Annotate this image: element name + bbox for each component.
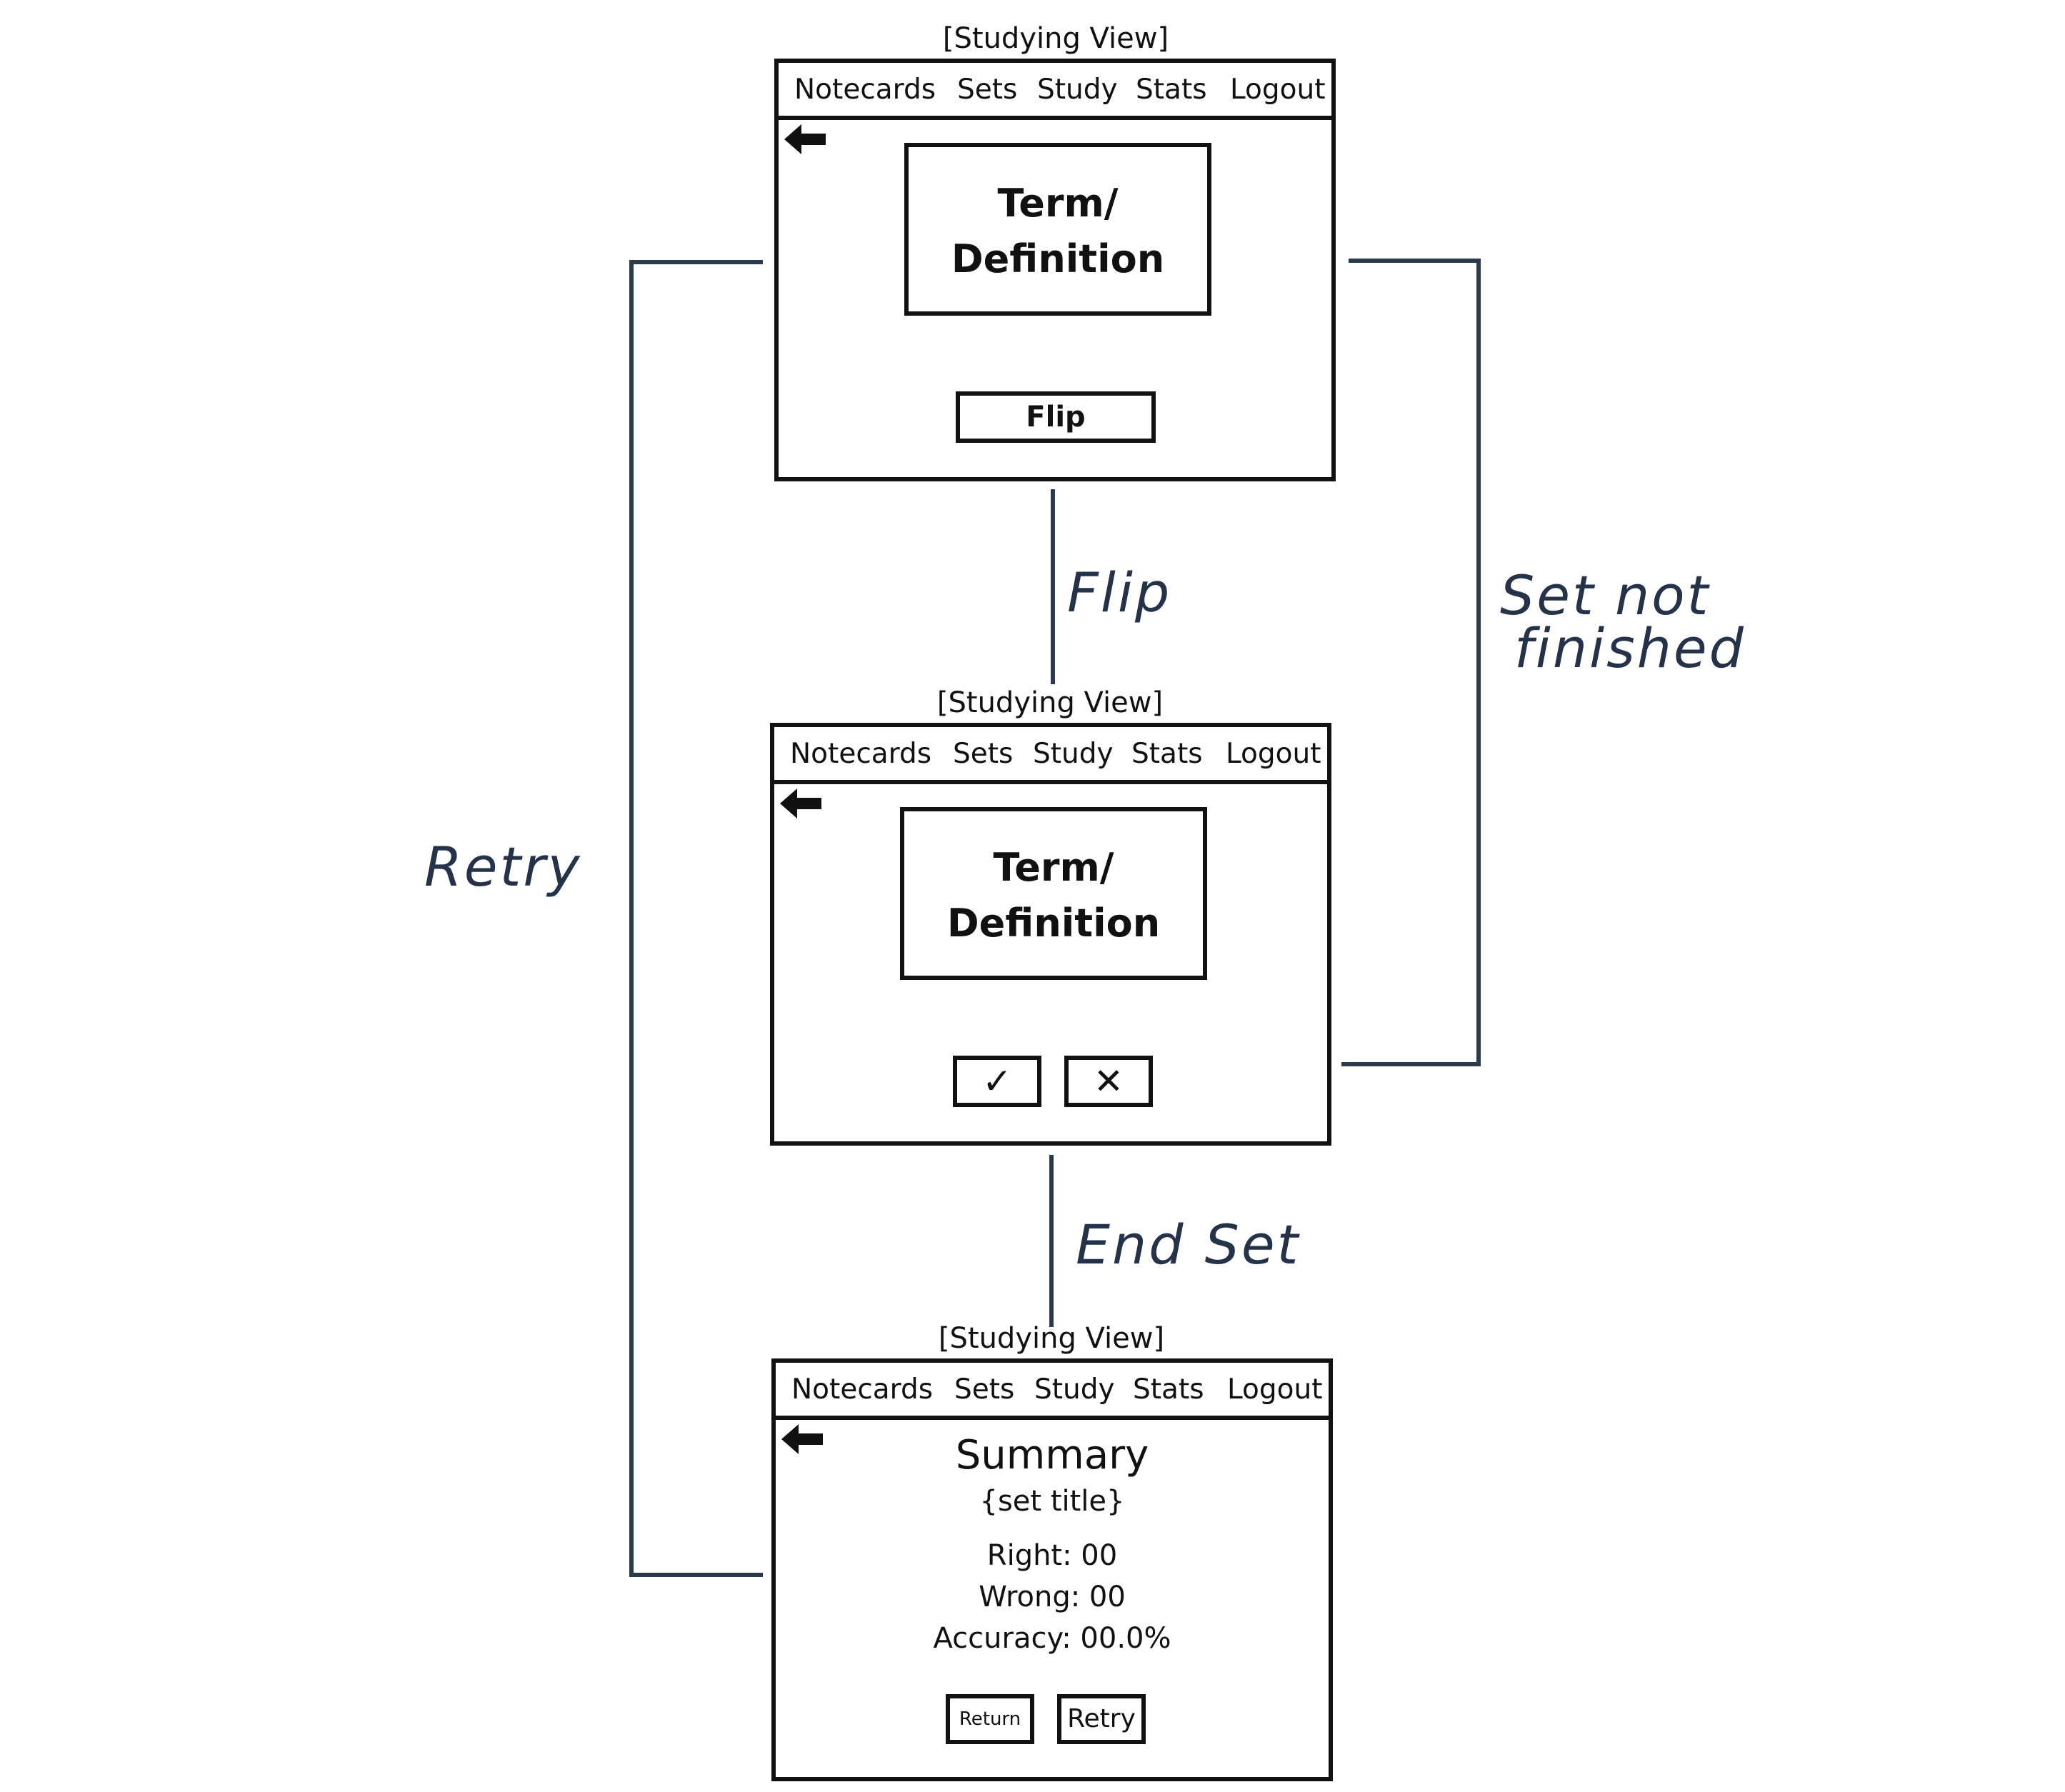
mark-correct-button[interactable]: ✓	[953, 1056, 1041, 1107]
studying-view-front: Notecards Sets Study Stats Logout Term/ …	[774, 59, 1336, 481]
accuracy-value: Accuracy: 00.0%	[933, 1622, 1171, 1655]
set-not-finished-label-line1: Set not	[1500, 564, 1711, 627]
set-title: {set title}	[979, 1485, 1125, 1518]
card-definition-text: Definition	[946, 901, 1161, 946]
card-term-text: Term/	[997, 181, 1119, 226]
nav-bar: Notecards Sets Study Stats Logout	[776, 1363, 1329, 1420]
nav-stats[interactable]: Stats	[1133, 1373, 1204, 1406]
nav-stats[interactable]: Stats	[1136, 74, 1207, 106]
nav-sets[interactable]: Sets	[957, 74, 1018, 106]
nav-logout[interactable]: Logout	[1226, 738, 1321, 770]
flashcard[interactable]: Term/ Definition	[904, 143, 1211, 316]
nav-sets[interactable]: Sets	[954, 1373, 1015, 1406]
retry-flow-label: Retry	[424, 835, 582, 898]
nav-stats[interactable]: Stats	[1131, 738, 1203, 770]
card-definition-text: Definition	[951, 236, 1165, 281]
right-count: Right: 00	[986, 1539, 1118, 1572]
nav-bar: Notecards Sets Study Stats Logout	[779, 63, 1331, 120]
nav-logout[interactable]: Logout	[1230, 74, 1326, 106]
nav-notecards[interactable]: Notecards	[790, 738, 932, 770]
card-term-text: Term/	[993, 845, 1114, 890]
nav-study[interactable]: Study	[1033, 738, 1114, 770]
end-set-flow-label: End Set	[1076, 1213, 1301, 1276]
mark-wrong-button[interactable]: ✕	[1064, 1056, 1153, 1107]
flashcard[interactable]: Term/ Definition	[900, 807, 1207, 980]
nav-bar: Notecards Sets Study Stats Logout	[774, 727, 1327, 784]
set-not-finished-label-line2: finished	[1514, 616, 1746, 680]
studying-view-summary: Notecards Sets Study Stats Logout Summar…	[771, 1358, 1333, 1781]
arrow-left-icon[interactable]	[780, 789, 823, 819]
nav-study[interactable]: Study	[1034, 1373, 1115, 1406]
arrow-left-icon[interactable]	[781, 1424, 824, 1454]
nav-notecards[interactable]: Notecards	[791, 1373, 934, 1406]
arrow-left-icon[interactable]	[784, 124, 827, 154]
retry-connector	[629, 260, 763, 1577]
studying-view-back: Notecards Sets Study Stats Logout Term/ …	[770, 723, 1331, 1146]
flip-button[interactable]: Flip	[956, 391, 1156, 443]
wrong-count: Wrong: 00	[979, 1581, 1126, 1613]
nav-sets[interactable]: Sets	[953, 738, 1014, 770]
summary-title: Summary	[955, 1432, 1149, 1478]
return-button[interactable]: Return	[946, 1694, 1034, 1744]
flip-flow-label: Flip	[1067, 561, 1172, 624]
nav-study[interactable]: Study	[1037, 74, 1118, 106]
view-label: [Studying View]	[936, 686, 1164, 719]
nav-logout[interactable]: Logout	[1227, 1373, 1323, 1406]
nav-notecards[interactable]: Notecards	[794, 74, 936, 106]
set-not-finished-connector	[1341, 259, 1481, 1066]
view-label: [Studying View]	[942, 22, 1169, 55]
retry-button[interactable]: Retry	[1057, 1694, 1146, 1744]
view-label: [Studying View]	[938, 1322, 1165, 1355]
